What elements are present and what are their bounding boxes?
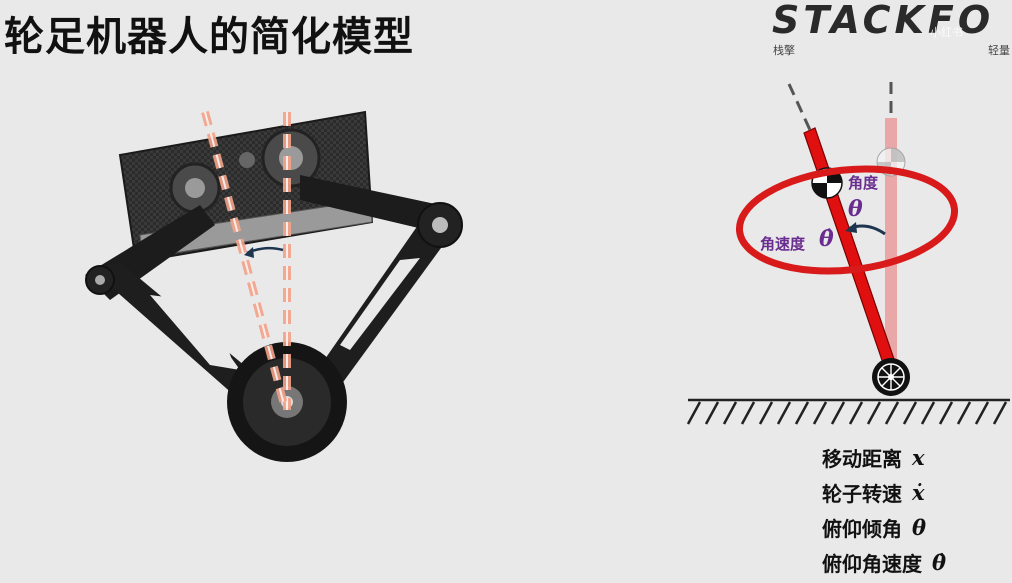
- variable-symbol: ẋ: [912, 480, 925, 505]
- page-title: 轮足机器人的简化模型: [4, 14, 414, 60]
- angle-symbol: θ: [848, 196, 863, 222]
- angular-velocity-symbol: θ̇: [819, 226, 834, 252]
- variable-symbol: θ̇: [932, 550, 947, 575]
- variable-label: 轮子转速: [822, 482, 902, 506]
- brand-sub-left: 栈擎: [773, 44, 795, 57]
- variable-label: 俯仰倾角: [822, 517, 902, 541]
- variable-symbol: θ: [912, 515, 927, 540]
- right-upper-link: [300, 175, 448, 235]
- highlight-ellipse: [735, 165, 959, 275]
- variable-label: 移动距离: [822, 447, 902, 471]
- variable-row-pitch-angle: 俯仰倾角 θ: [822, 510, 946, 545]
- robot-photo: [85, 110, 463, 462]
- variable-label: 俯仰角速度: [822, 552, 922, 576]
- variable-row-wheel-speed: 轮子转速 ẋ: [822, 475, 946, 510]
- angular-velocity-label: 角速度: [760, 235, 806, 253]
- state-variable-list: 移动距离 x 轮子转速 ẋ 俯仰倾角 θ 俯仰角速度 θ̇: [822, 440, 946, 580]
- variable-row-pitch-rate: 俯仰角速度 θ̇: [822, 545, 946, 580]
- angle-label: 角度: [848, 174, 879, 192]
- variable-symbol: x: [912, 445, 925, 470]
- watermark: 小红书: [930, 26, 963, 39]
- simplified-model: [686, 82, 1010, 425]
- variable-row-position: 移动距离 x: [822, 440, 946, 475]
- upright-rod-ghost: [885, 118, 897, 366]
- brand-logo: STACKFO: [772, 0, 995, 42]
- ground-hatching: [686, 401, 1008, 425]
- brand-sub-right: 轻量: [988, 44, 1010, 57]
